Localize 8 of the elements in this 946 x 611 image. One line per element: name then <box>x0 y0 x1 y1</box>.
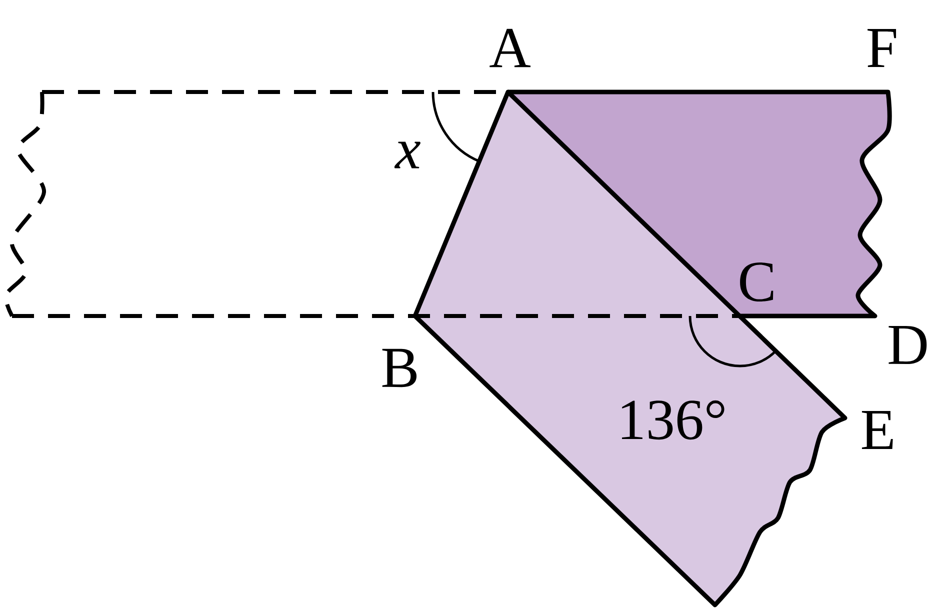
angle-label: x <box>394 142 420 168</box>
point-label: F <box>868 29 896 67</box>
point-label: A <box>490 28 530 68</box>
point-label: B <box>382 348 417 388</box>
angle-label: 136° <box>622 400 724 440</box>
point-label: D <box>888 326 927 364</box>
point-label: E <box>862 411 893 449</box>
point-label: C <box>740 262 774 302</box>
